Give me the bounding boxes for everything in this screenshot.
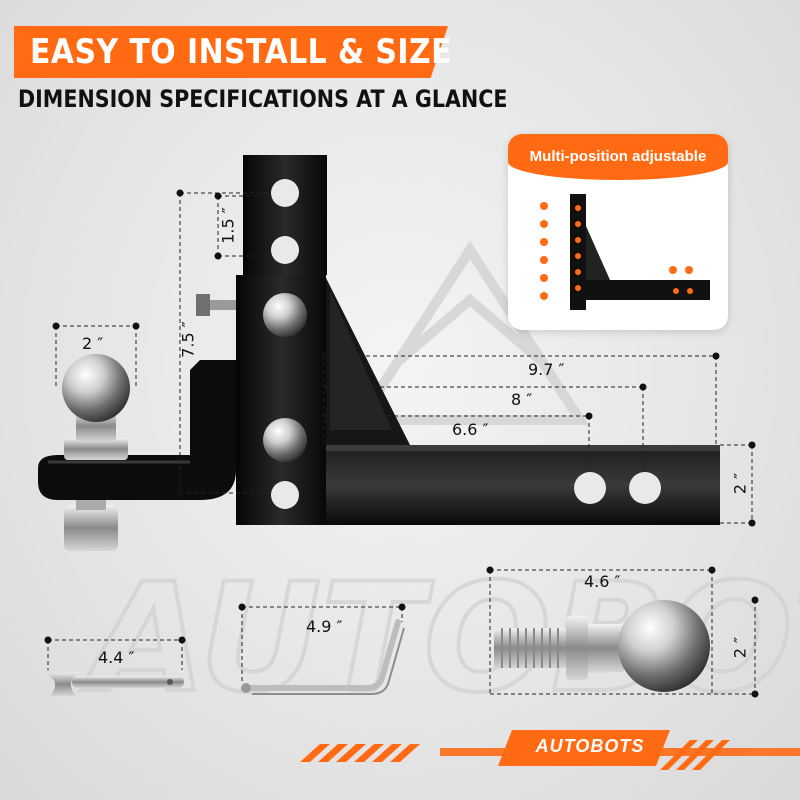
brand-logo: AUTOBOTS: [535, 736, 645, 756]
inset-title: Multi-position adjustable: [508, 134, 728, 180]
page-title: EASY TO INSTALL & SIZE: [30, 32, 453, 72]
dim-total-height: 7.5 ″: [178, 321, 198, 358]
dim-shank-length: 9.7 ″: [528, 360, 565, 379]
dim-hole-to-end-far: 8 ″: [511, 390, 533, 409]
dim-hole-spacing: 1.5 ″: [218, 207, 238, 244]
page-subtitle: DIMENSION SPECIFICATIONS AT A GLANCE: [18, 85, 508, 113]
dim-clip-pin-length: 4.9 ″: [306, 617, 343, 636]
dim-pin-length: 4.4 ″: [98, 648, 135, 667]
dim-ball-length: 4.6 ″: [584, 572, 621, 591]
dim-ball-diameter: 2 ″: [82, 334, 104, 353]
dim-shank-height: 2 ″: [730, 472, 750, 495]
dim-ball-height: 2 ″: [730, 636, 750, 659]
adjustable-diagram: [540, 194, 710, 310]
dim-hole-to-end-near: 6.6 ″: [452, 420, 489, 439]
adjustable-inset-card: Multi-position adjustable: [508, 134, 728, 330]
title-banner: [14, 26, 448, 78]
